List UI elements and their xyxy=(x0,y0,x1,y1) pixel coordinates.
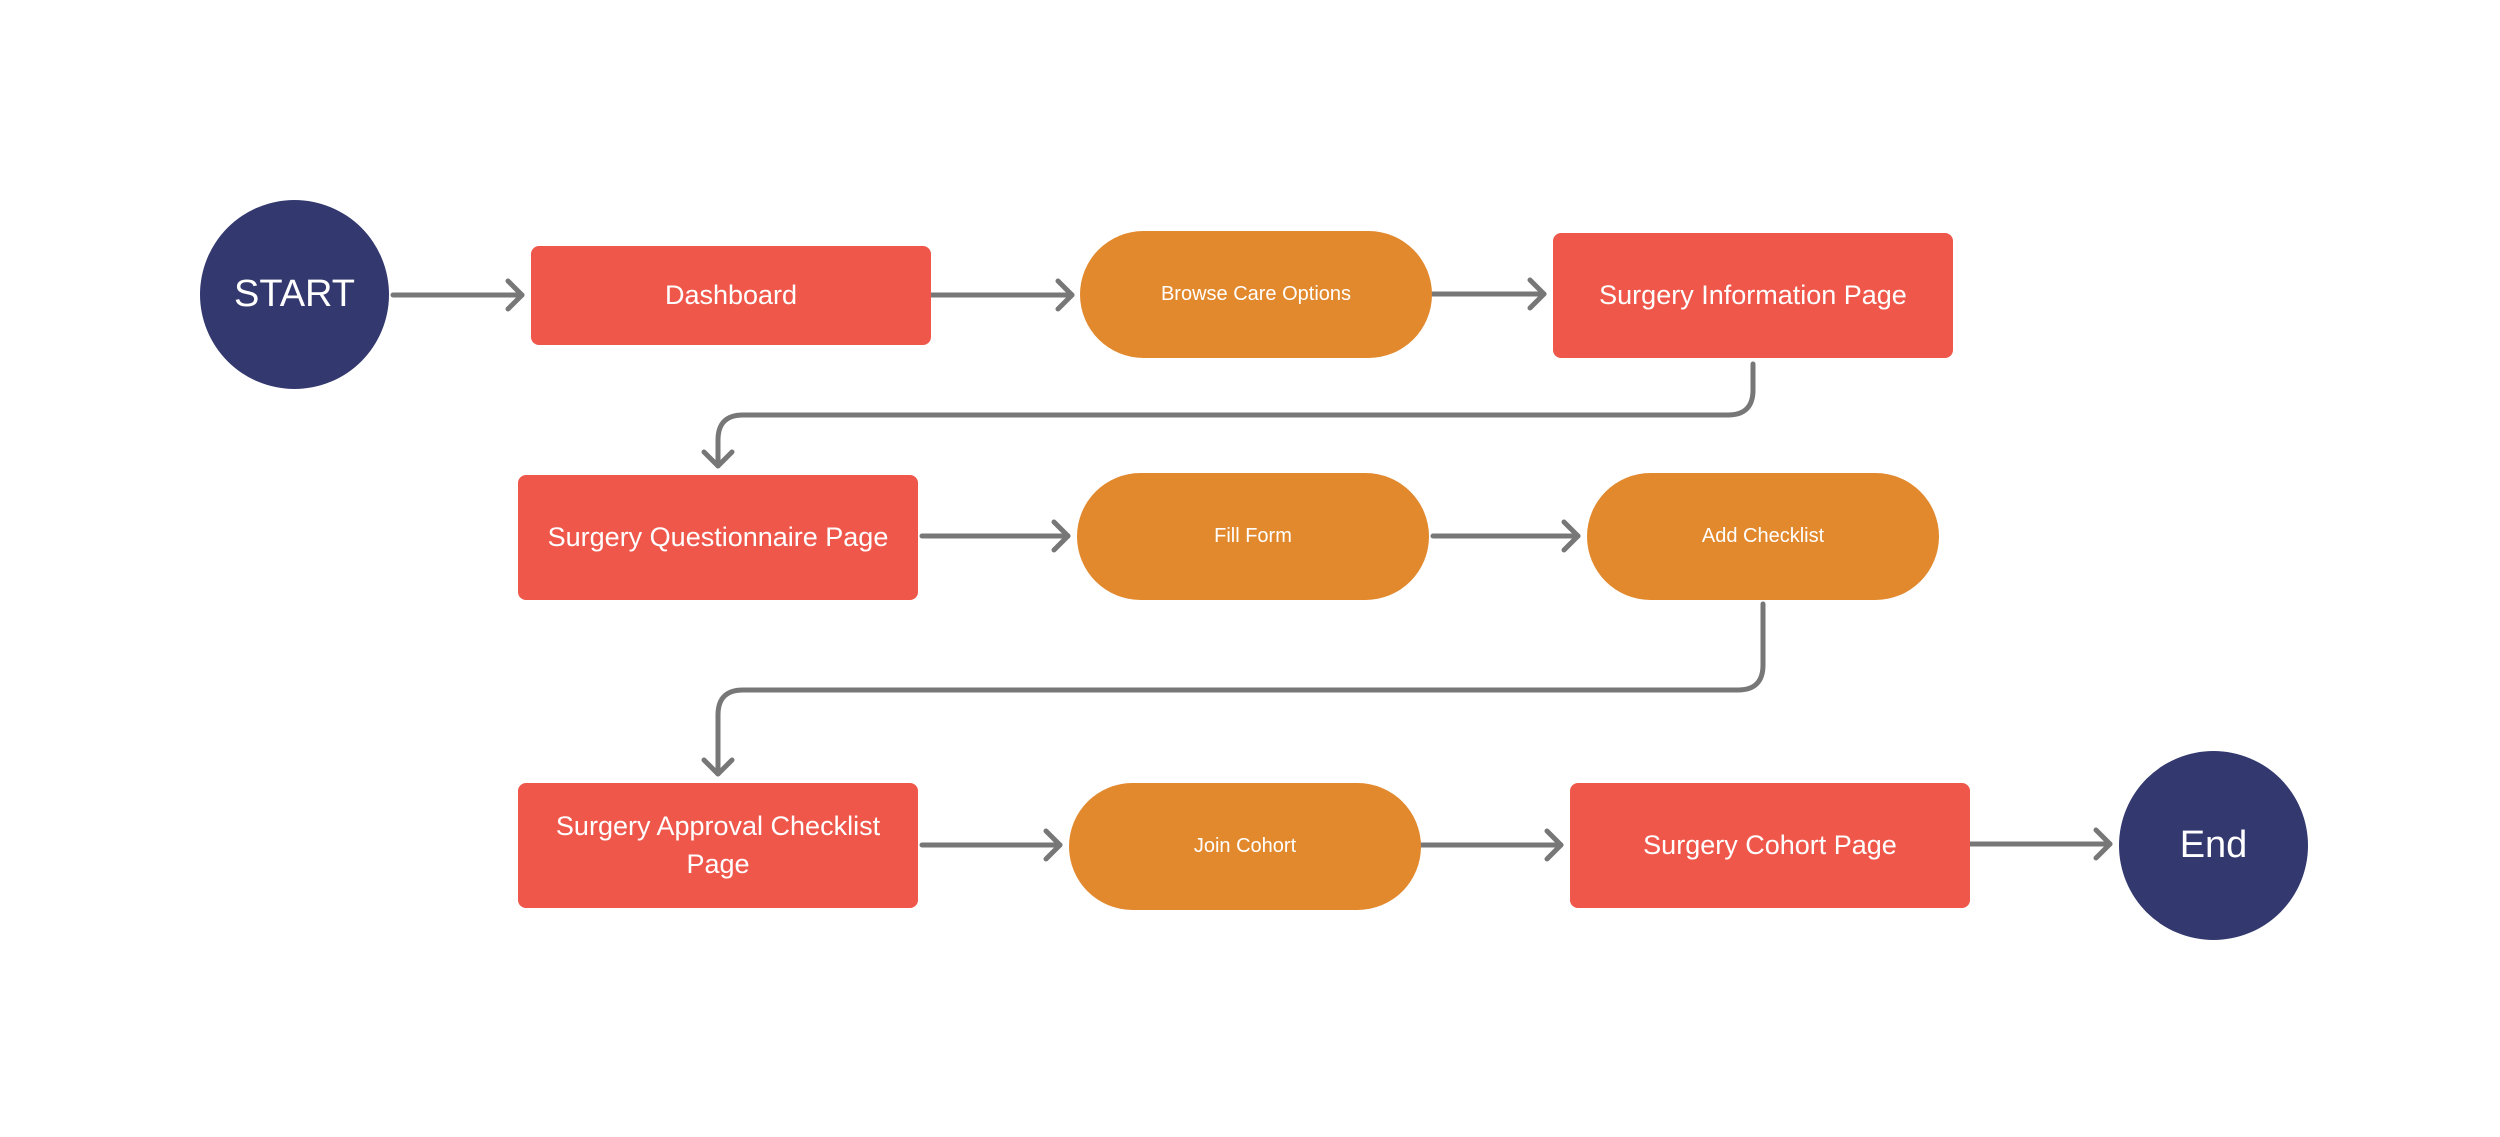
arrowhead-icon xyxy=(1043,828,1063,862)
connector-line xyxy=(715,361,1756,469)
connector-surgery_information_page-to-surgery_questionnaire_page xyxy=(701,361,1756,469)
arrowhead-icon xyxy=(1055,278,1075,312)
fill-form-node-label: Fill Form xyxy=(1214,525,1292,547)
end-node-label: End xyxy=(2179,824,2248,866)
surgery-cohort-page-node-label: Surgery Cohort Page xyxy=(1643,829,1897,860)
surgery-questionnaire-page-node: Surgery Questionnaire Page xyxy=(518,475,918,600)
surgery-cohort-page-node: Surgery Cohort Page xyxy=(1570,783,1970,908)
connector-add_checklist-to-surgery_approval_checklist_page xyxy=(701,601,1766,777)
arrowhead-icon xyxy=(505,278,525,312)
arrowhead-icon xyxy=(701,757,735,777)
arrowhead-icon xyxy=(2093,827,2113,861)
start-node: START xyxy=(200,200,389,389)
arrowhead-icon xyxy=(1544,828,1564,862)
browse-care-options-node: Browse Care Options xyxy=(1080,231,1432,358)
connector-line xyxy=(715,601,1766,777)
arrowhead-icon xyxy=(701,449,735,469)
surgery-information-page-node-label: Surgery Information Page xyxy=(1599,279,1907,310)
surgery-approval-checklist-page-node: Surgery Approval Checklist Page xyxy=(518,783,918,908)
surgery-approval-checklist-page-node-label: Surgery Approval Checklist Page xyxy=(555,810,881,879)
connector-fill_form-to-add_checklist xyxy=(1430,519,1581,553)
start-node-label: START xyxy=(233,273,356,315)
surgery-information-page-node: Surgery Information Page xyxy=(1553,233,1953,358)
dashboard-node: Dashboard xyxy=(531,246,931,345)
join-cohort-node-label: Join Cohort xyxy=(1193,835,1297,857)
arrowhead-icon xyxy=(1561,519,1581,553)
join-cohort-node: Join Cohort xyxy=(1069,783,1421,910)
end-node: End xyxy=(2119,751,2308,940)
browse-care-options-node-label: Browse Care Options xyxy=(1160,283,1352,305)
connector-surgery_questionnaire_page-to-fill_form xyxy=(919,519,1071,553)
connector-dashboard-to-browse_care_options xyxy=(928,278,1075,312)
connector-browse_care_options-to-surgery_information_page xyxy=(1429,277,1547,311)
fill-form-node: Fill Form xyxy=(1077,473,1429,600)
arrowhead-icon xyxy=(1051,519,1071,553)
connector-start-to-dashboard xyxy=(390,278,525,312)
add-checklist-node-label: Add Checklist xyxy=(1701,525,1825,547)
dashboard-node-label: Dashboard xyxy=(664,279,798,310)
arrowhead-icon xyxy=(1527,277,1547,311)
connector-join_cohort-to-surgery_cohort_page xyxy=(1418,828,1564,862)
surgery-questionnaire-page-node-label: Surgery Questionnaire Page xyxy=(547,521,889,552)
add-checklist-node: Add Checklist xyxy=(1587,473,1939,600)
connector-surgery_cohort_page-to-end xyxy=(1967,827,2113,861)
connector-surgery_approval_checklist_page-to-join_cohort xyxy=(919,828,1063,862)
